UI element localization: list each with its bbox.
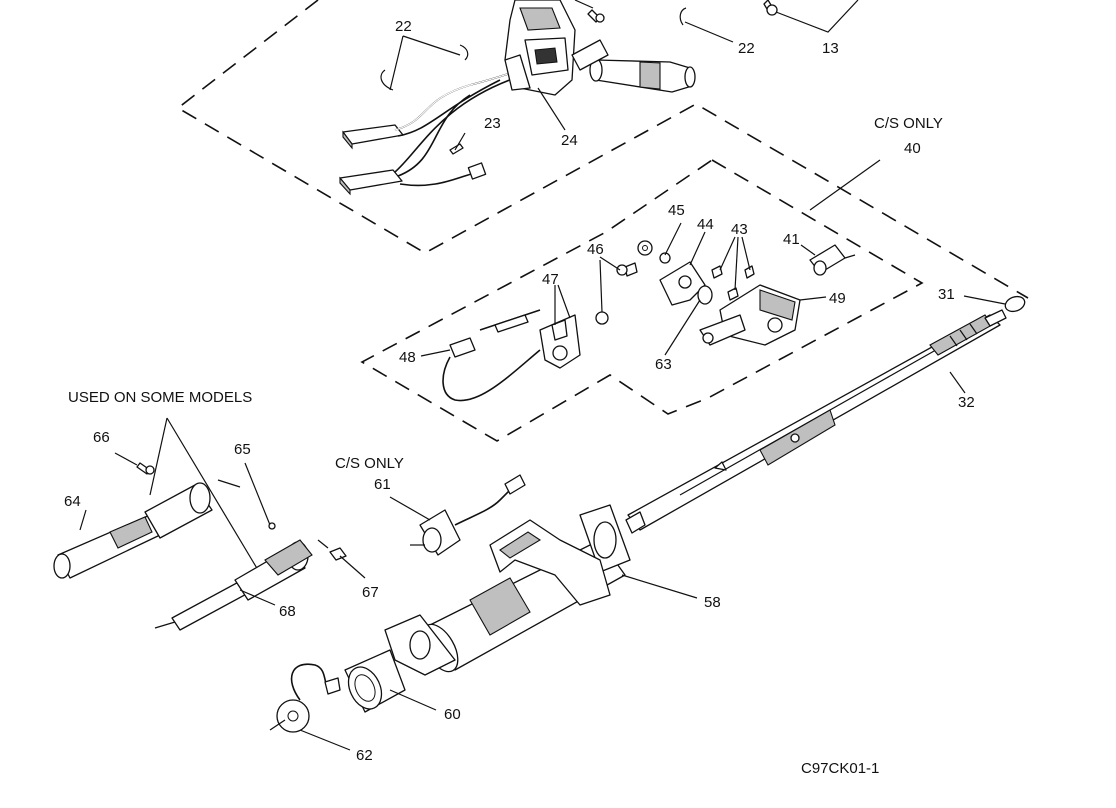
callout-62: 62 <box>356 747 373 764</box>
callout-31: 31 <box>938 286 955 303</box>
note-cs-only-upper: C/S ONLY <box>874 115 943 132</box>
callout-67: 67 <box>362 584 379 601</box>
group-outlines <box>176 0 1029 442</box>
harness-connector-upper <box>342 124 404 145</box>
callout-44: 44 <box>697 216 714 233</box>
note-cs-only-lower: C/S ONLY <box>335 455 404 472</box>
callout-48: 48 <box>399 349 416 366</box>
retaining-ring-22-right <box>459 44 469 61</box>
sensor-61-assembly <box>389 474 526 556</box>
callout-24: 24 <box>561 132 578 149</box>
callout-43: 43 <box>731 221 748 238</box>
callout-45: 45 <box>668 202 685 219</box>
callout-47: 47 <box>542 271 559 288</box>
callout-41: 41 <box>783 231 800 248</box>
callout-32: 32 <box>958 394 975 411</box>
intermediate-shaft-group <box>53 417 366 631</box>
callout-46: 46 <box>587 241 604 258</box>
bushing-63 <box>697 285 713 305</box>
callout-labels: 22 22 13 23 24 40 45 44 43 41 46 47 31 4… <box>64 18 975 777</box>
switch-group-outline <box>176 0 1029 299</box>
callout-49: 49 <box>829 290 846 307</box>
nut-67 <box>329 547 347 561</box>
lower-bearing-parts <box>269 649 437 751</box>
callout-13: 13 <box>822 40 839 57</box>
callout-65: 65 <box>234 441 251 458</box>
callout-61: 61 <box>374 476 391 493</box>
callout-60: 60 <box>444 706 461 723</box>
callout-66: 66 <box>93 429 110 446</box>
callout-58: 58 <box>704 594 721 611</box>
module-group-outline <box>360 159 924 442</box>
callout-23: 23 <box>484 115 501 132</box>
callout-40: 40 <box>904 140 921 157</box>
column-jacket-assembly <box>384 504 698 676</box>
callout-64: 64 <box>64 493 81 510</box>
bracket-47 <box>539 314 581 369</box>
figure-code: C97CK01-1 <box>801 760 879 777</box>
ring-31 <box>1004 295 1026 313</box>
harness-connector-lower <box>339 169 403 191</box>
steering-shaft-assembly <box>625 295 1026 534</box>
callout-63: 63 <box>655 356 672 373</box>
screw-23 <box>449 143 464 155</box>
callout-22-upper: 22 <box>395 18 412 35</box>
retaining-ring-22-top <box>679 7 687 26</box>
cable-48 <box>442 349 541 402</box>
callout-68: 68 <box>279 603 296 620</box>
module-assembly <box>420 159 881 402</box>
switch-assembly <box>339 0 859 196</box>
callout-22-right: 22 <box>738 40 755 57</box>
note-used-on-some-models: USED ON SOME MODELS <box>68 389 252 406</box>
